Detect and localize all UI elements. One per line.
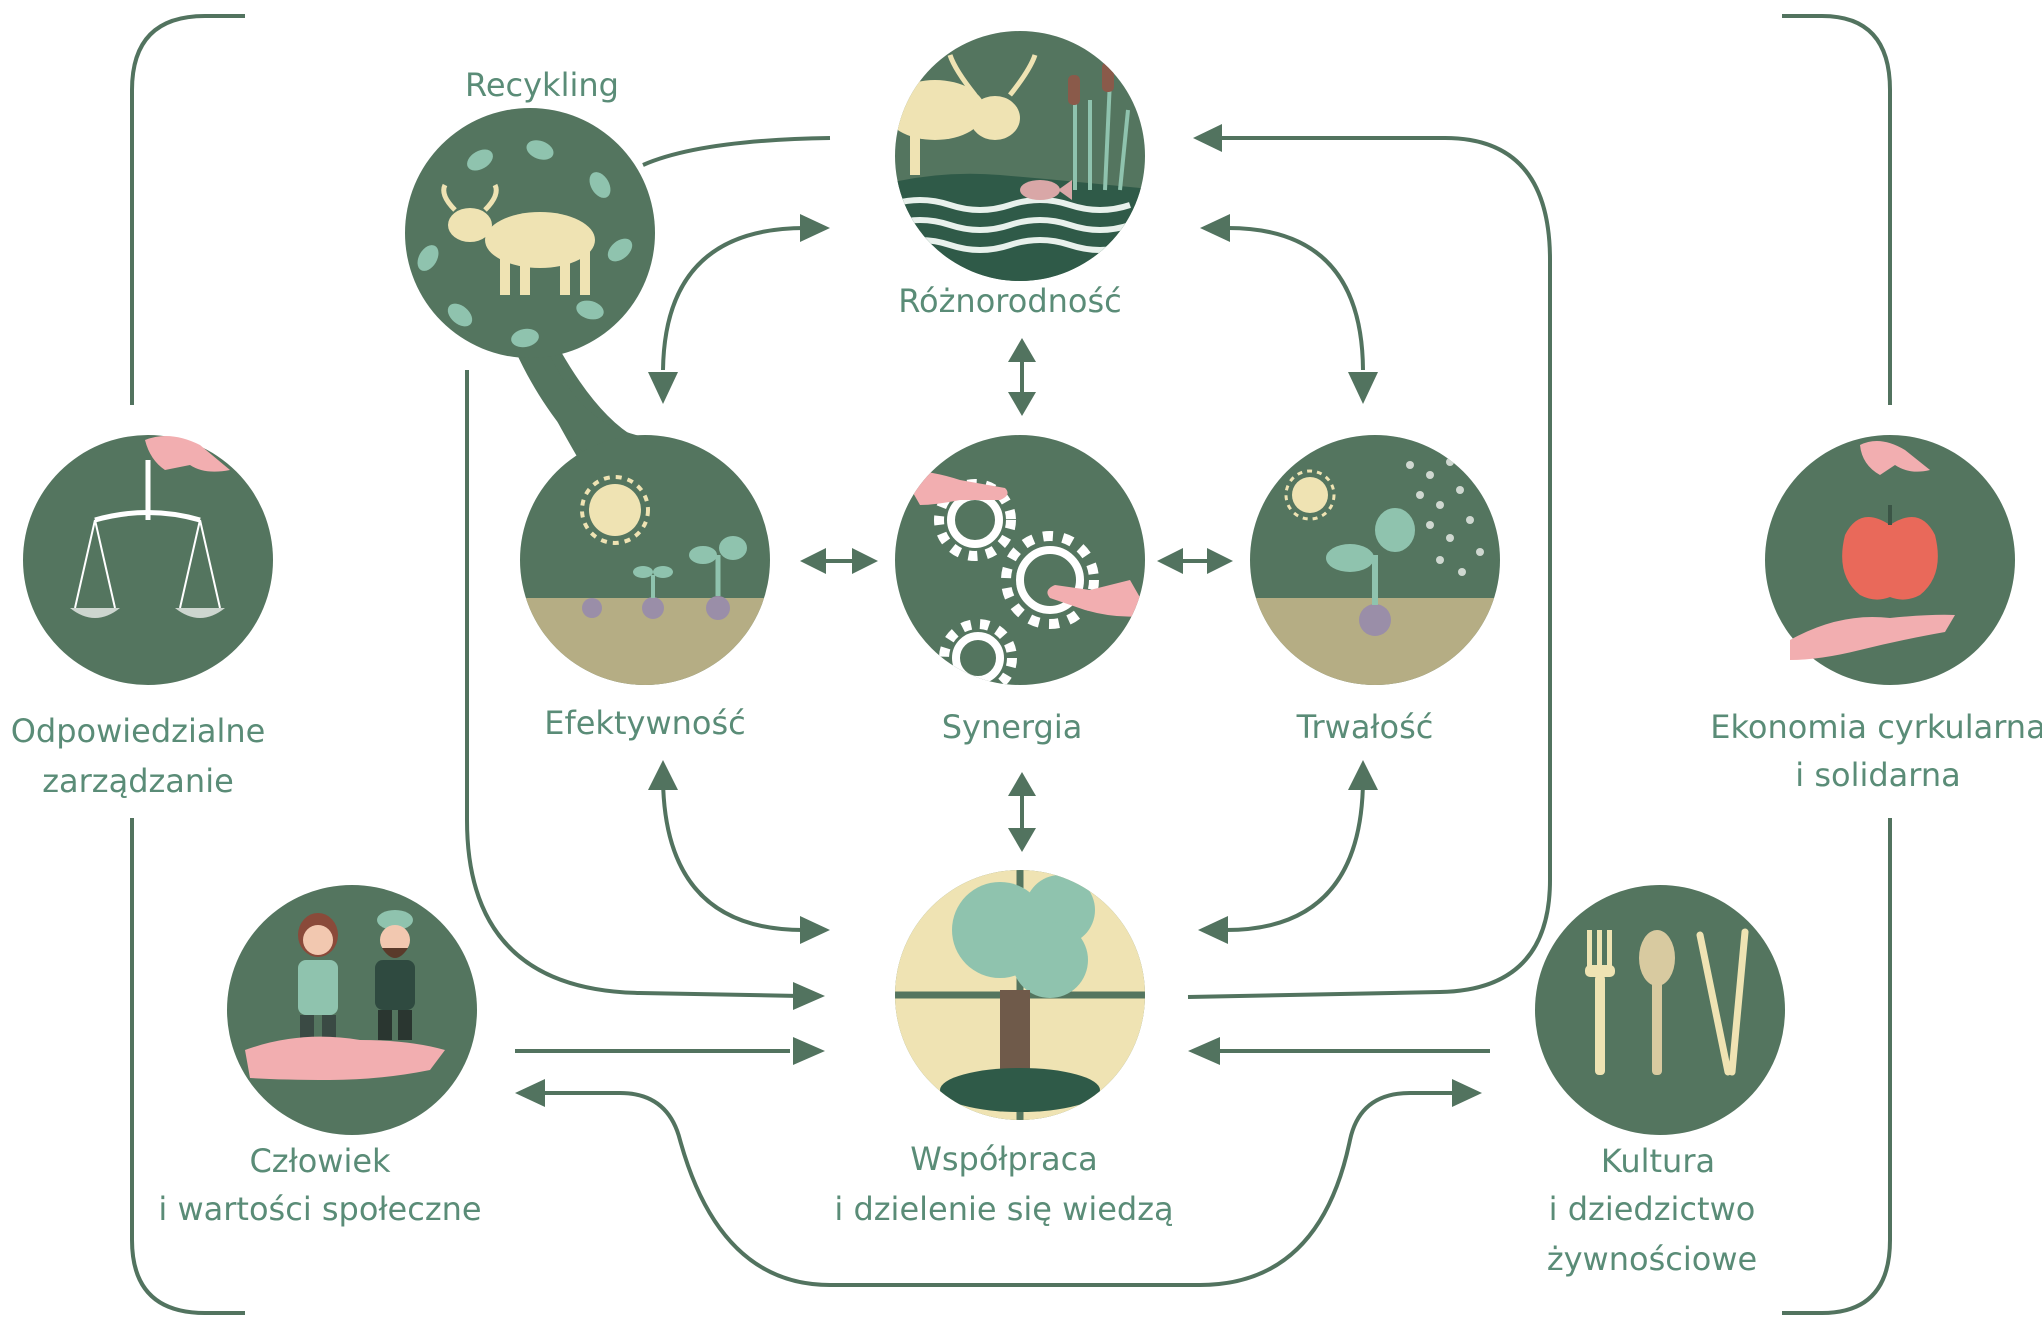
arrowhead bbox=[1452, 1079, 1482, 1107]
right-bracket-top bbox=[1782, 14, 1892, 405]
culture-label-line1: Kultura bbox=[1601, 1142, 1715, 1180]
efficiency-label: Efektywność bbox=[544, 704, 745, 742]
cocreation-label-line1: Współpraca bbox=[910, 1140, 1098, 1178]
rain-icon bbox=[1406, 458, 1484, 576]
arrowhead bbox=[800, 548, 826, 574]
tree-icon bbox=[940, 875, 1100, 1112]
synergy-node bbox=[895, 435, 1145, 685]
arrowhead bbox=[1157, 548, 1183, 574]
synergy-illustration bbox=[900, 470, 1145, 685]
cocreation-node bbox=[895, 870, 1145, 1120]
scales-icon bbox=[70, 460, 225, 618]
cocreation-label-line2: i dzielenie się wiedzą bbox=[834, 1190, 1173, 1228]
governance-label-line2: zarządzanie bbox=[42, 762, 234, 800]
governance-label-line1: Odpowiedzialne bbox=[11, 712, 266, 750]
loop-right bbox=[1187, 136, 1552, 999]
arrowhead bbox=[793, 982, 825, 1010]
governance-disc bbox=[23, 435, 273, 685]
eff-coc-curve bbox=[661, 779, 804, 932]
synergy-label: Synergia bbox=[942, 708, 1083, 746]
fish-icon bbox=[1020, 180, 1072, 200]
arrowhead bbox=[1008, 338, 1036, 362]
arrowhead bbox=[1207, 548, 1233, 574]
recycling-node bbox=[405, 108, 680, 470]
arrowhead bbox=[515, 1079, 545, 1107]
labels: Recykling Różnorodność Efektywność Syner… bbox=[11, 66, 2042, 1278]
diversity-label: Różnorodność bbox=[898, 282, 1122, 320]
recycle-to-diversity bbox=[642, 136, 831, 167]
arrowhead bbox=[648, 760, 678, 790]
recycling-label: Recykling bbox=[465, 66, 619, 104]
hand-icon bbox=[245, 1036, 445, 1080]
circular-label-line1: Ekonomia cyrkularna bbox=[1710, 708, 2042, 746]
water-icon bbox=[895, 197, 1131, 253]
synergy-disc bbox=[895, 435, 1145, 685]
resilience-label: Trwałość bbox=[1296, 708, 1434, 746]
apple-icon bbox=[1842, 505, 1938, 600]
people-icon bbox=[298, 910, 415, 1043]
arrowhead bbox=[1008, 772, 1036, 796]
div-res-curve bbox=[1227, 226, 1365, 371]
arrowhead bbox=[1348, 372, 1378, 404]
arrowhead bbox=[1193, 124, 1222, 152]
sprout-icon bbox=[1326, 508, 1415, 636]
resilience-node bbox=[1250, 435, 1500, 685]
sun-icon bbox=[1284, 469, 1336, 521]
culture-label-line2: i dziedzictwo bbox=[1549, 1190, 1756, 1228]
left-bracket-bottom bbox=[130, 818, 245, 1315]
hand-icon bbox=[145, 436, 230, 472]
efficiency-node bbox=[520, 435, 770, 685]
arrowhead bbox=[800, 916, 830, 944]
right-bracket-bottom bbox=[1782, 818, 1892, 1315]
arrowhead bbox=[800, 214, 830, 242]
cow-icon bbox=[441, 183, 595, 295]
human-label-line2: i wartości społeczne bbox=[158, 1190, 481, 1228]
arrowhead bbox=[1198, 916, 1228, 944]
arrowhead bbox=[852, 548, 878, 574]
recycling-neck bbox=[515, 345, 640, 470]
hand-icon bbox=[900, 470, 1145, 617]
fork-icon bbox=[1585, 930, 1615, 1075]
diversity-node bbox=[895, 31, 1145, 281]
arrowheads bbox=[515, 124, 1482, 1107]
arrowhead bbox=[1008, 392, 1036, 416]
circular-node bbox=[1765, 435, 2015, 685]
hand-icon bbox=[1790, 441, 1955, 660]
resilience-illustration bbox=[1250, 458, 1500, 685]
human-node bbox=[227, 885, 477, 1135]
cocreation-illustration bbox=[895, 870, 1145, 1120]
governance-node bbox=[23, 435, 273, 685]
left-bracket-top bbox=[130, 14, 245, 405]
culture-label-line3: żywnościowe bbox=[1547, 1240, 1757, 1278]
chopsticks-icon bbox=[1696, 928, 1749, 1076]
arrowhead bbox=[793, 1037, 825, 1065]
culture-node bbox=[1535, 885, 1785, 1135]
sprout-icon bbox=[582, 536, 747, 620]
human-disc bbox=[227, 885, 477, 1135]
arrowhead bbox=[648, 372, 678, 404]
spoon-icon bbox=[1639, 930, 1675, 1075]
circular-label-line2: i solidarna bbox=[1795, 756, 1961, 794]
bottom-loop bbox=[528, 1091, 1465, 1287]
loop-left bbox=[465, 370, 801, 998]
recycling-illustration bbox=[417, 140, 633, 348]
arrowhead bbox=[1200, 214, 1230, 242]
arrowhead bbox=[1348, 760, 1378, 790]
arrowhead bbox=[1008, 828, 1036, 852]
arrowhead bbox=[1188, 1037, 1220, 1065]
div-eff-curve bbox=[661, 226, 806, 371]
human-label-line1: Człowiek bbox=[249, 1142, 391, 1180]
sun-icon bbox=[580, 475, 650, 545]
leaf-icon bbox=[417, 140, 633, 348]
res-coc-curve bbox=[1225, 779, 1365, 932]
